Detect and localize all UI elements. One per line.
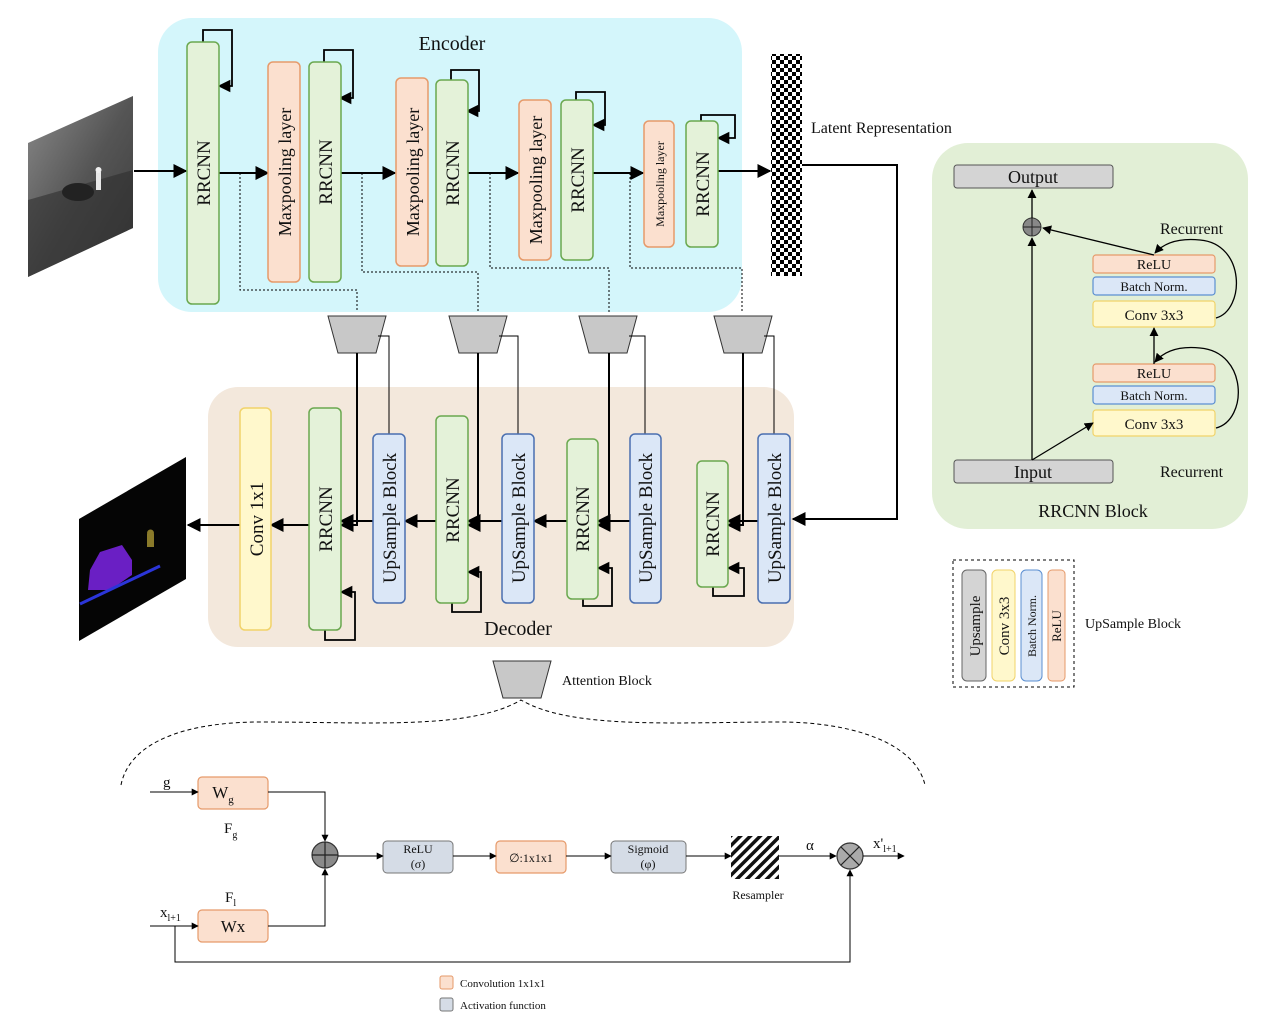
legend-convolution: Convolution 1x1x1 (460, 978, 545, 990)
xl-label: x (160, 905, 168, 921)
g-label: g (163, 775, 171, 791)
dec-rrcnn-3-label: RRCNN (573, 486, 594, 552)
rrcnn-input-label: Input (1014, 462, 1052, 482)
output-image (79, 457, 186, 641)
att-relu: ReLU (403, 842, 433, 856)
xl-sub: l+1 (168, 913, 181, 924)
enc-maxpool-2-label: Maxpooling layer (403, 108, 423, 236)
dec-conv-label: Conv 1x1 (247, 482, 268, 556)
enc-rrcnn-5-label: RRCNN (693, 151, 714, 217)
latent-label: Latent Representation (811, 120, 952, 137)
enc-maxpool-1-label: Maxpooling layer (275, 108, 295, 236)
fg-sub: g (232, 830, 237, 841)
resampler-box (731, 836, 779, 879)
latent-representation (771, 54, 802, 276)
enc-rrcnn-2-label: RRCNN (316, 139, 337, 205)
legend-relu: ReLU (1049, 610, 1064, 642)
decoder-connections (186, 335, 775, 641)
legend-conv: Conv 3x3 (997, 597, 1013, 656)
rrcnn-output-label: Output (1008, 167, 1058, 187)
resampler-label: Resampler (732, 888, 783, 902)
rrcnn-relu-1: ReLU (1137, 258, 1171, 273)
latent-to-decoder-arrow (791, 164, 898, 526)
wx-label: Wx (221, 917, 246, 936)
attention-gates (327, 315, 773, 699)
skip-connections (239, 173, 743, 312)
svg-text:x'l+1: x'l+1 (873, 836, 897, 855)
wg-sub: g (228, 794, 234, 806)
input-image (28, 96, 133, 277)
out-sub: l+1 (883, 844, 896, 855)
wg-label: W (212, 783, 229, 802)
rrcnn-bn-2: Batch Norm. (1120, 388, 1187, 403)
dec-upsample-2-label: UpSample Block (509, 452, 530, 583)
enc-rrcnn-4-label: RRCNN (568, 147, 589, 213)
dec-upsample-1-label: UpSample Block (380, 452, 401, 583)
legend-bn: Batch Norm. (1025, 595, 1039, 657)
svg-text:xl+1: xl+1 (160, 905, 181, 924)
rrcnn-recurrent-bottom: Recurrent (1160, 464, 1224, 481)
fg-label: F (224, 821, 232, 837)
dec-rrcnn-1-label: RRCNN (316, 486, 337, 552)
enc-maxpool-4-label: Maxpooling layer (653, 141, 667, 227)
rrcnn-conv-1: Conv 3x3 (1125, 308, 1184, 324)
upsample-legend-title: UpSample Block (1085, 617, 1181, 632)
encoder-connections (134, 29, 772, 180)
out-label: x' (873, 836, 884, 852)
encoder-title: Encoder (419, 33, 486, 55)
svg-text:Wg: Wg (212, 783, 234, 806)
attention-brace (120, 699, 926, 786)
rrcnn-block-detail: Output Input ReLU Batch Norm. Conv 3x3 R… (953, 164, 1239, 521)
bottom-legend: Convolution 1x1x1 Activation function (439, 975, 546, 1012)
att-sigmoid-sym: (φ) (641, 857, 656, 871)
upsample-legend: Upsample Conv 3x3 Batch Norm. ReLU UpSam… (952, 559, 1181, 688)
fl-label: F (225, 890, 233, 906)
enc-rrcnn-1-label: RRCNN (194, 140, 215, 206)
legend-upsample: Upsample (968, 595, 984, 656)
attention-block-label: Attention Block (562, 674, 652, 689)
att-relu-sym: (σ) (411, 857, 425, 871)
encoder-blocks: RRCNN RRCNN RRCNN RRCNN RRCNN Maxpooling… (186, 41, 719, 305)
dec-rrcnn-2-label: RRCNN (443, 477, 464, 543)
enc-maxpool-3-label: Maxpooling layer (526, 116, 546, 244)
dec-rrcnn-4-label: RRCNN (703, 491, 724, 557)
enc-rrcnn-3-label: RRCNN (443, 140, 464, 206)
rrcnn-relu-2: ReLU (1137, 367, 1171, 382)
decoder-blocks: Conv 1x1 RRCNN RRCNN RRCNN RRCNN UpSampl… (239, 407, 791, 631)
rrcnn-recurrent-top: Recurrent (1160, 221, 1224, 238)
rrcnn-bn-1: Batch Norm. (1120, 279, 1187, 294)
rrcnn-conv-2: Conv 3x3 (1125, 417, 1184, 433)
attention-detail: Wg Wx g Fg Fl xl+1 ReLU (σ) ∅:1x1x1 Sigm… (120, 699, 926, 963)
svg-text:Fl: Fl (225, 890, 236, 909)
rrcnn-block-title: RRCNN Block (1038, 501, 1148, 521)
decoder-title: Decoder (484, 618, 552, 640)
alpha-label: α (806, 838, 814, 854)
att-sigmoid: Sigmoid (628, 842, 669, 856)
legend-activation: Activation function (460, 1000, 546, 1012)
svg-text:Fg: Fg (224, 821, 237, 841)
dec-upsample-3-label: UpSample Block (636, 452, 657, 583)
fl-sub: l (233, 898, 236, 909)
dec-upsample-4-label: UpSample Block (765, 452, 786, 583)
att-conv: ∅:1x1x1 (509, 851, 553, 865)
